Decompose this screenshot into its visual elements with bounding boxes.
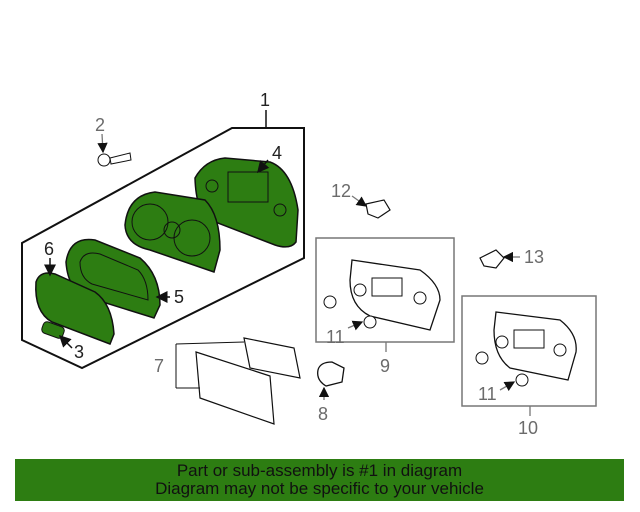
callout-9: 9 [380,356,390,376]
screw-part[interactable] [97,152,132,167]
callout-4: 4 [272,143,282,163]
callout-13: 13 [524,247,544,267]
leader-2 [97,133,108,154]
leader-3 [58,334,73,349]
knob-part[interactable] [363,315,377,329]
knob-part[interactable] [475,351,489,365]
control-unit-box-9 [315,237,455,343]
callout-11b: 11 [478,384,497,404]
leader-11b [499,381,516,392]
cluster-assembly-outline [21,127,305,370]
leader-11a [347,320,364,331]
callout-6: 6 [44,239,54,259]
banner-line-2: Diagram may not be specific to your vehi… [155,479,484,498]
callout-11a: 11 [326,327,345,347]
small-lamp-part[interactable] [41,321,66,340]
info-banner: Part or sub-assembly is #1 in diagram Di… [15,459,624,501]
rear-housing-part[interactable] [194,157,299,248]
leader-12 [351,195,368,207]
knob-part[interactable] [323,295,337,309]
callout-bracket-7 [175,341,245,389]
switch-part-8[interactable] [317,361,345,387]
control-unit-box-10 [461,295,597,407]
callout-3: 3 [74,342,84,362]
gauge-board-part[interactable] [124,191,221,273]
clip-part-13[interactable] [479,249,505,269]
callout-12: 12 [331,181,351,201]
callout-8: 8 [318,404,328,424]
callout-5: 5 [174,287,184,307]
control-panel-part-10[interactable] [493,311,577,381]
callout-7: 7 [154,356,164,376]
knob-part[interactable] [515,373,529,387]
leader-4 [257,159,270,174]
control-panel-part-9[interactable] [349,259,441,331]
callout-10: 10 [518,418,538,438]
callout-1: 1 [260,90,270,110]
clip-part-12[interactable] [365,199,391,219]
banner-line-1: Part or sub-assembly is #1 in diagram [176,461,463,480]
callout-2: 2 [95,115,105,135]
switch-panel-part-7[interactable] [195,337,301,425]
